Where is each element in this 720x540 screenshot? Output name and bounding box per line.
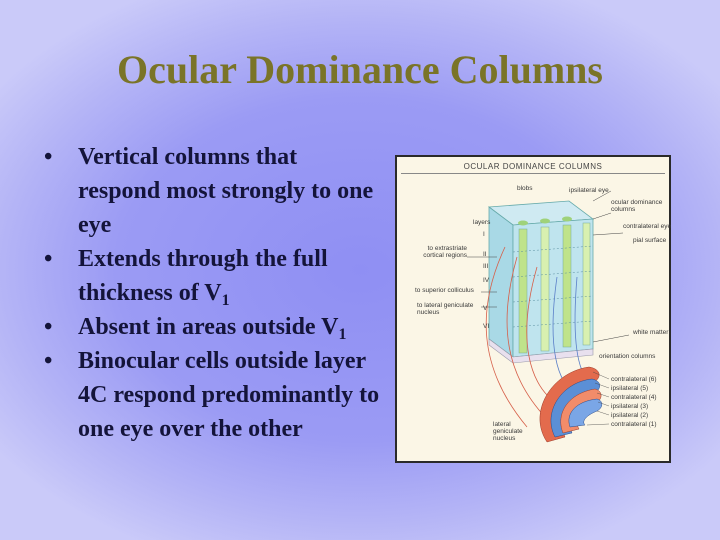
- ocular-column: [582, 222, 591, 346]
- label-lgn-layer: contralateral (1): [611, 421, 657, 428]
- label-contralateral-eye: contralateral eye: [623, 223, 672, 230]
- bullet-subscript: 1: [221, 292, 230, 309]
- ocular-column: [518, 228, 528, 354]
- bullet-list: Vertical columns that respond most stron…: [40, 140, 380, 446]
- bullet-text: Absent in areas outside V: [78, 314, 339, 340]
- label-pial-surface: pial surface: [633, 237, 667, 244]
- bullet-text: Vertical columns that respond most stron…: [78, 144, 374, 238]
- label-lgn-layer: contralateral (4): [611, 394, 657, 401]
- label-extrastriate: to extrastriate cortical regions: [423, 245, 467, 259]
- label-layer-numeral: IV: [483, 277, 490, 284]
- ocular-column: [540, 226, 550, 352]
- bullet-subscript: 1: [338, 326, 347, 343]
- bullet-text: Extends through the full thickness of V: [78, 246, 328, 306]
- blob: [518, 220, 528, 226]
- bullet-item: Extends through the full thickness of V1: [40, 242, 380, 310]
- bullet-text: Binocular cells outside layer 4C respond…: [78, 348, 380, 442]
- label-layers: layers: [473, 219, 491, 226]
- label-ocular-dominance-columns: ocular dominance columns: [611, 199, 663, 213]
- label-layer-numeral: VI: [483, 323, 490, 330]
- label-white-matter: white matter: [633, 329, 669, 336]
- label-lgn-layer: contralateral (6): [611, 376, 657, 383]
- slide-title: Ocular Dominance Columns: [117, 47, 603, 92]
- label-lgn: lateral geniculate nucleus: [493, 421, 523, 442]
- label-lgn-layer: ipsilateral (2): [611, 412, 649, 419]
- label-lgn-layer: ipsilateral (5): [611, 385, 649, 392]
- cortex-block-illustration: [467, 190, 630, 443]
- lgn-layer: [568, 398, 603, 428]
- bullet-item: Binocular cells outside layer 4C respond…: [40, 344, 380, 446]
- bullet-item: Vertical columns that respond most stron…: [40, 140, 380, 242]
- blob: [562, 216, 572, 222]
- ocular-column: [562, 224, 572, 348]
- cortex-left-face: [488, 206, 514, 358]
- label-orientation-columns: orientation columns: [599, 353, 656, 360]
- white-matter: [488, 338, 594, 364]
- label-layer-numeral: V: [483, 305, 488, 312]
- figure-title-rule: [401, 173, 665, 174]
- label-layer-numeral: II: [483, 251, 487, 258]
- label-lgn-layer: ipsilateral (3): [611, 403, 649, 410]
- label-layer-numeral: I: [483, 231, 485, 238]
- ocular-dominance-diagram: OCULAR DOMINANCE COLUMNS: [395, 155, 671, 463]
- label-blobs: blobs: [517, 185, 533, 192]
- label-layer-numeral: III: [483, 263, 489, 270]
- blob: [540, 218, 550, 224]
- label-superior-colliculus: to superior colliculus: [415, 287, 474, 294]
- label-ipsilateral-eye: ipsilateral eye: [569, 187, 609, 194]
- bullet-item: Absent in areas outside V1: [40, 310, 380, 344]
- label-lateral-geniculate: to lateral geniculate nucleus: [417, 302, 474, 316]
- figure-title: OCULAR DOMINANCE COLUMNS: [463, 162, 603, 171]
